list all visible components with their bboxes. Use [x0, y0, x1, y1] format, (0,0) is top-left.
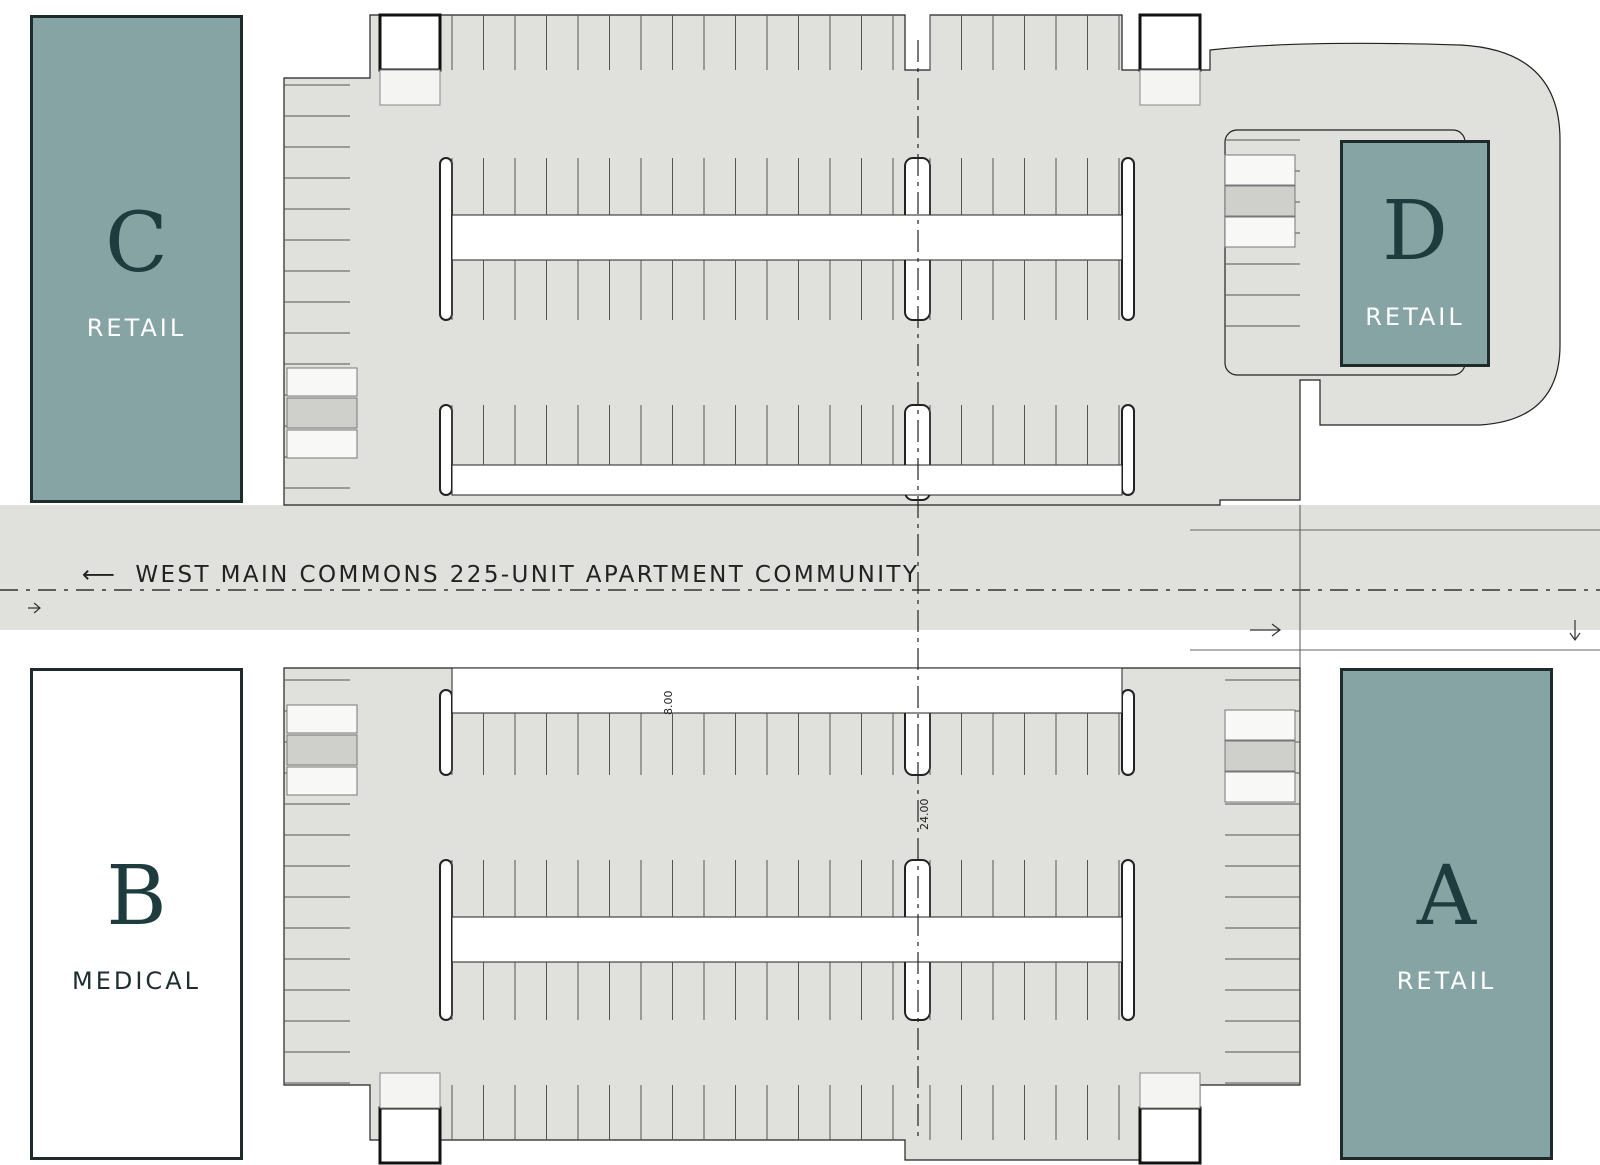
building-c[interactable]: C RETAIL — [30, 15, 243, 503]
road-arrows — [28, 602, 1581, 642]
road-direction-arrow-icon: ⟵ — [82, 562, 118, 588]
road-name: WEST MAIN COMMONS 225-UNIT APARTMENT COM… — [135, 562, 920, 588]
building-use-label: RETAIL — [1365, 303, 1465, 331]
main-road — [0, 505, 1600, 630]
south-parking-lot — [283, 667, 1301, 1161]
building-d[interactable]: D RETAIL — [1340, 140, 1490, 367]
building-use-label: RETAIL — [1396, 967, 1497, 995]
building-b[interactable]: B MEDICAL — [30, 668, 243, 1160]
aisle-dimension: 24.00 — [918, 799, 931, 831]
building-use-label: MEDICAL — [72, 967, 201, 995]
road-label: ⟵ WEST MAIN COMMONS 225-UNIT APARTMENT CO… — [82, 562, 919, 592]
accessible-stalls — [286, 154, 1296, 803]
building-use-label: RETAIL — [86, 314, 187, 342]
building-letter: A — [1416, 849, 1477, 944]
planter-aprons — [379, 69, 1201, 1109]
planters — [378, 13, 1202, 1165]
building-a[interactable]: A RETAIL — [1340, 668, 1553, 1160]
crosswalk-dimension: 8.00 — [662, 691, 675, 716]
building-letter: D — [1382, 184, 1448, 279]
building-letter: C — [105, 196, 168, 291]
building-letter: B — [106, 849, 167, 944]
